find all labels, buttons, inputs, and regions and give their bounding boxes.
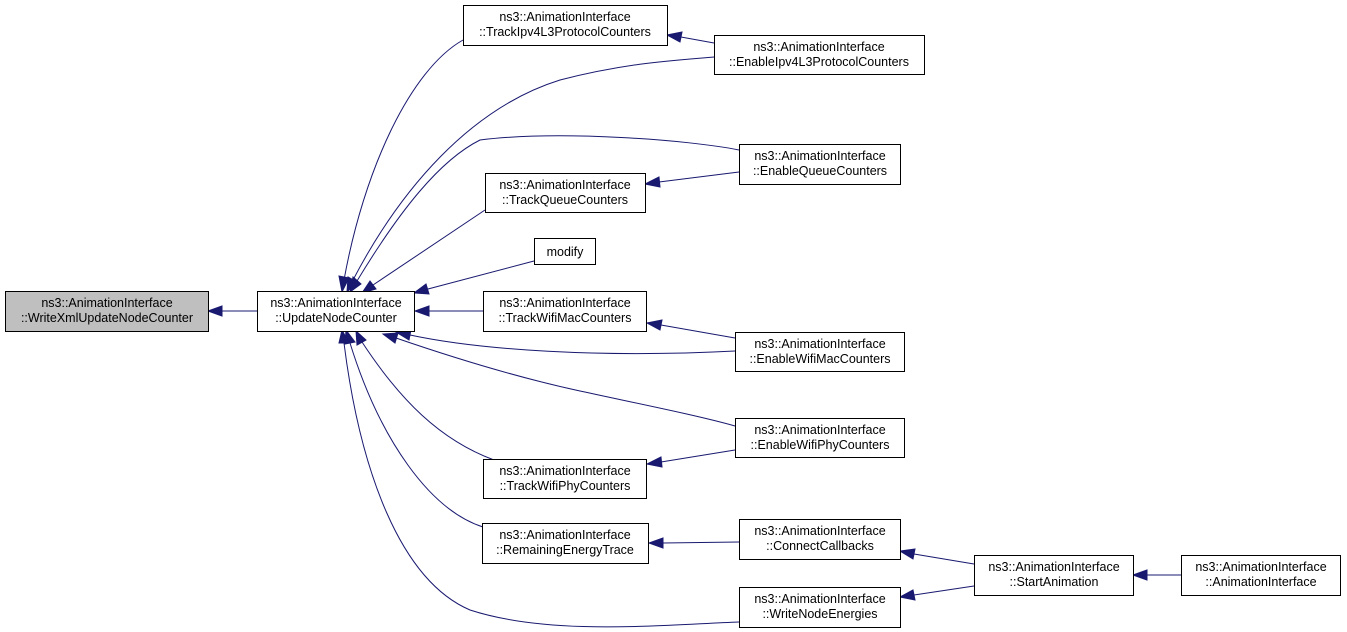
edge-writenodeenergies-to-update xyxy=(338,328,740,628)
node-label-line2: ::EnableIpv4L3ProtocolCounters xyxy=(729,55,909,69)
node-write-node-energies[interactable]: ns3::AnimationInterface ::WriteNodeEnerg… xyxy=(739,587,901,628)
node-label-line1: ns3::AnimationInterface xyxy=(499,464,630,478)
edge-animationinterface-to-startanimation xyxy=(1131,569,1181,581)
edge-trackipv4-to-update xyxy=(338,39,464,294)
edge-enablewifiphy-to-update xyxy=(381,332,736,427)
node-label-line1: ns3::AnimationInterface xyxy=(41,296,172,310)
edge-enablequeue-to-update xyxy=(349,135,740,294)
node-start-animation[interactable]: ns3::AnimationInterface ::StartAnimation xyxy=(974,555,1134,596)
edge-enableipv4-to-trackipv4 xyxy=(665,31,715,44)
edge-enablewifiphy-to-trackwifiphy xyxy=(645,449,736,468)
node-update-node-counter[interactable]: ns3::AnimationInterface ::UpdateNodeCoun… xyxy=(257,291,415,332)
node-enable-wifi-phy-counters[interactable]: ns3::AnimationInterface ::EnableWifiPhyC… xyxy=(735,418,905,458)
node-label-line1: ns3::AnimationInterface xyxy=(1195,560,1326,574)
node-label-line1: ns3::AnimationInterface xyxy=(499,296,630,310)
node-connect-callbacks[interactable]: ns3::AnimationInterface ::ConnectCallbac… xyxy=(739,519,901,560)
node-label-line2: ::ConnectCallbacks xyxy=(766,539,874,553)
node-animation-interface[interactable]: ns3::AnimationInterface ::AnimationInter… xyxy=(1181,555,1341,596)
node-label-line1: ns3::AnimationInterface xyxy=(754,149,885,163)
node-write-xml-update-node-counter[interactable]: ns3::AnimationInterface ::WriteXmlUpdate… xyxy=(5,291,209,332)
node-label-line2: ::WriteNodeEnergies xyxy=(762,607,877,621)
node-label-line2: ::EnableWifiMacCounters xyxy=(749,352,890,366)
edge-startanimation-to-writenodeenergies xyxy=(898,585,975,601)
edge-modify-to-update xyxy=(412,260,535,295)
node-label-line2: ::TrackWifiMacCounters xyxy=(499,311,632,325)
node-modify[interactable]: modify xyxy=(534,238,596,265)
node-track-ipv4-l3-protocol-counters[interactable]: ns3::AnimationInterface ::TrackIpv4L3Pro… xyxy=(463,5,668,46)
node-label-line2: ::EnableQueueCounters xyxy=(753,164,887,178)
node-label-line2: ::RemainingEnergyTrace xyxy=(496,543,634,557)
node-label-line2: ::TrackIpv4L3ProtocolCounters xyxy=(479,25,651,39)
edge-enablewifimac-to-trackwifimac xyxy=(645,319,736,339)
node-label-line2: ::AnimationInterface xyxy=(1205,575,1316,589)
node-label-line1: ns3::AnimationInterface xyxy=(499,178,630,192)
node-label-line1: ns3::AnimationInterface xyxy=(754,337,885,351)
edge-trackqueue-to-update xyxy=(360,209,486,294)
node-label-line2: ::WriteXmlUpdateNodeCounter xyxy=(21,311,193,325)
node-enable-wifi-mac-counters[interactable]: ns3::AnimationInterface ::EnableWifiMacC… xyxy=(735,332,905,372)
node-label-line1: ns3::AnimationInterface xyxy=(988,560,1119,574)
edge-enablequeue-to-trackqueue xyxy=(643,171,740,188)
node-track-wifi-mac-counters[interactable]: ns3::AnimationInterface ::TrackWifiMacCo… xyxy=(483,291,647,332)
edge-startanimation-to-connectcallbacks xyxy=(898,548,975,565)
node-track-queue-counters[interactable]: ns3::AnimationInterface ::TrackQueueCoun… xyxy=(485,173,646,213)
edge-update-to-writexml xyxy=(206,305,257,317)
node-label-line1: ns3::AnimationInterface xyxy=(754,423,885,437)
node-label-line1: ns3::AnimationInterface xyxy=(499,10,630,24)
node-label-line1: ns3::AnimationInterface xyxy=(499,528,630,542)
node-label-line1: ns3::AnimationInterface xyxy=(754,592,885,606)
node-remaining-energy-trace[interactable]: ns3::AnimationInterface ::RemainingEnerg… xyxy=(482,523,649,564)
edge-enablewifimac-to-update xyxy=(394,329,736,355)
node-label-line2: ::UpdateNodeCounter xyxy=(275,311,397,325)
node-track-wifi-phy-counters[interactable]: ns3::AnimationInterface ::TrackWifiPhyCo… xyxy=(483,459,647,499)
node-label-line1: ns3::AnimationInterface xyxy=(754,524,885,538)
node-label: modify xyxy=(547,245,585,259)
node-enable-queue-counters[interactable]: ns3::AnimationInterface ::EnableQueueCou… xyxy=(739,144,901,185)
node-enable-ipv4-l3-protocol-counters[interactable]: ns3::AnimationInterface ::EnableIpv4L3Pr… xyxy=(714,35,925,75)
edge-trackwifimac-to-update xyxy=(413,305,483,317)
node-label-line2: ::TrackQueueCounters xyxy=(502,193,628,207)
node-label-line2: ::TrackWifiPhyCounters xyxy=(500,479,631,493)
edge-trackwifiphy-to-update xyxy=(355,329,495,461)
node-label-line2: ::EnableWifiPhyCounters xyxy=(751,438,890,452)
node-label-line2: ::StartAnimation xyxy=(1010,575,1099,589)
edge-connectcallbacks-to-remainingenergy xyxy=(647,537,740,549)
node-label-line1: ns3::AnimationInterface xyxy=(270,296,401,310)
node-label-line1: ns3::AnimationInterface xyxy=(753,40,884,54)
